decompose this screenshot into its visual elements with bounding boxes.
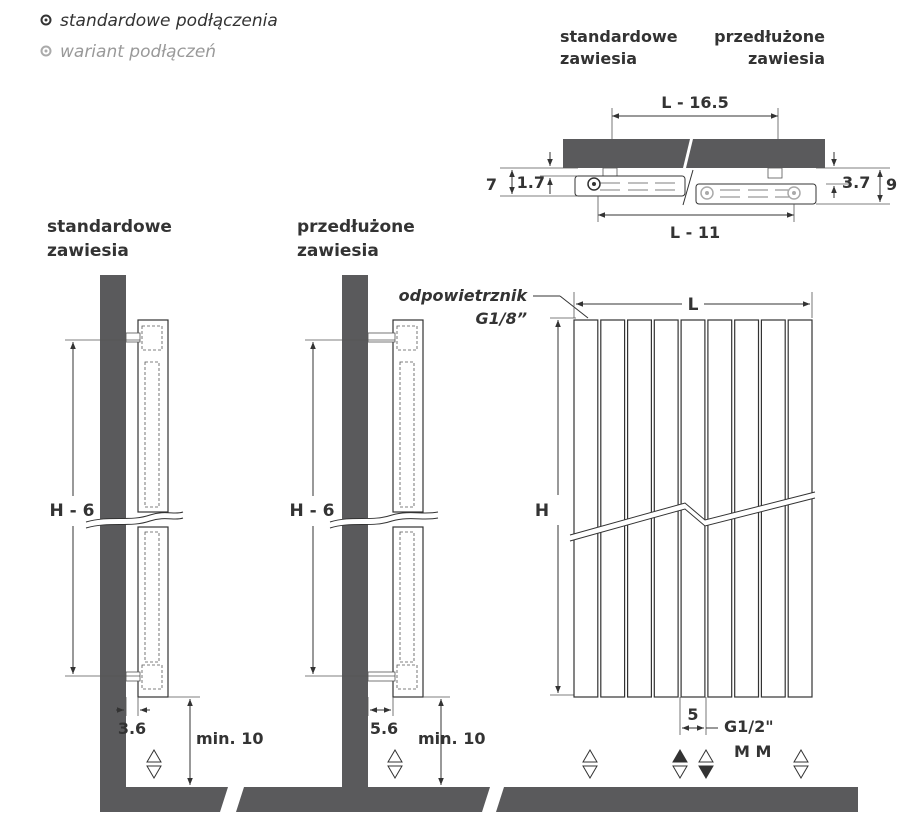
legend-standard-label: standardowe podłączenia [60,11,278,31]
radiator-column [707,319,733,698]
side-radiator-standard-upper [137,319,169,513]
side-radiator-extended-lower [392,526,424,698]
vent-label-line2: G1/8” [475,309,527,328]
dim-label-7: 7 [486,175,497,194]
dim-label-5-6: 5.6 [370,719,398,738]
side-extended-title-line2: zawiesia [297,241,379,261]
legend: standardowe podłączenia wariant podłącze… [40,11,278,62]
dim-label-l: L [688,295,699,315]
flow-arrows-extended-icon [387,749,403,779]
variant-connection-icon [40,45,52,57]
radiator-column [573,319,599,698]
flow-arrows-front-right-icon [793,749,809,779]
side-standard-title-line2: zawiesia [47,241,129,261]
top-radiator-left [574,175,686,197]
dim-label-min-10-extended: min. 10 [418,729,485,748]
side-radiator-standard-lower [137,526,169,698]
dim-label-h: H [535,501,549,521]
vent-label-line1: odpowietrznik [399,286,529,305]
radiator-column [787,319,813,698]
dim-label-min-10-standard: min. 10 [196,729,263,748]
top-extended-label-line1: przedłużone [714,27,825,46]
dim-label-l-11: L - 11 [670,223,720,242]
flow-arrows-front-left-icon [582,749,598,779]
dim-label-9: 9 [886,175,897,194]
connection-label-line1: G1/2" [724,717,774,736]
dim-label-3-6: 3.6 [118,719,146,738]
front-view: odpowietrznik G1/8” L H 5 G1/2" M M [399,286,858,812]
top-wall-right [686,139,825,168]
dim-label-l-16-5: L - 16.5 [661,93,728,112]
radiator-column [600,319,626,698]
wall-standard [100,275,228,812]
connection-label-line2: M M [734,742,771,761]
flow-arrows-standard-icon [146,749,162,779]
legend-variant-label: wariant podłączeń [60,42,216,62]
side-extended-title-line1: przedłużone [297,217,415,237]
top-standard-label-line1: standardowe [560,27,678,46]
dim-label-h-6-standard: H - 6 [50,501,95,521]
supply-arrow-up-icon [672,749,688,763]
dim-label-h-6-extended: H - 6 [290,501,335,521]
dim-label-5: 5 [687,705,698,724]
radiator-columns [573,319,813,698]
dim-label-3-7: 3.7 [842,173,870,192]
floor-front [496,787,858,812]
radiator-column [626,319,652,698]
dim-label-1-7: 1.7 [517,173,545,192]
side-view-extended: przedłużone zawiesia H - 6 5.6 min. 10 [236,217,496,812]
side-radiator-extended-upper [392,319,424,513]
top-radiator-right [695,183,817,205]
top-view: standardowe zawiesia przedłużone zawiesi… [486,27,897,242]
top-wall-left [563,139,690,168]
side-view-standard: standardowe zawiesia H - 6 3.6 min [47,217,263,812]
top-standard-label-line2: zawiesia [560,49,637,68]
side-standard-title-line1: standardowe [47,217,172,237]
top-extended-label-line2: zawiesia [748,49,825,68]
standard-connection-icon [40,14,52,26]
front-break-line [569,491,816,542]
wall-extended [236,275,490,812]
return-arrow-down-icon [698,765,714,779]
